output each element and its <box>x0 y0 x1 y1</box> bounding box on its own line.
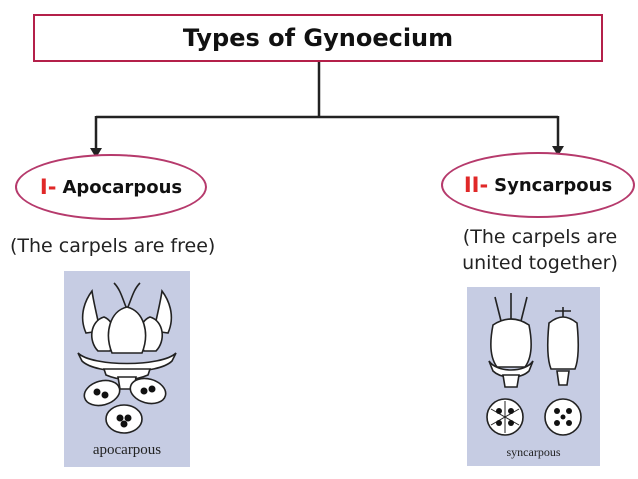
syncarpous-caption: syncarpous <box>506 445 561 459</box>
apocarpous-flower-icon <box>77 282 177 434</box>
apocarpous-label: Apocarpous <box>62 176 183 198</box>
title-box: Types of Gynoecium <box>33 14 603 62</box>
apocarpous-oval: I- Apocarpous <box>15 154 207 220</box>
arrow-down-icon <box>552 146 564 156</box>
apocarpous-caption: apocarpous <box>92 442 162 458</box>
syncarpous-oval: II- Syncarpous <box>441 152 635 218</box>
syncarpous-description: (The carpels are united together) <box>445 224 635 276</box>
syncarpous-description-line: united together) <box>462 252 618 275</box>
diagram-title: Types of Gynoecium <box>182 24 454 52</box>
arrow-down-icon <box>90 148 102 158</box>
syncarpous-flower-icon <box>486 293 582 436</box>
syncarpous-figure: syncarpous <box>467 287 600 466</box>
syncarpous-numeral: II- <box>463 173 489 197</box>
apocarpous-numeral: I- <box>39 175 57 199</box>
apocarpous-description: (The carpels are free) <box>10 235 216 257</box>
syncarpous-description-line: (The carpels are <box>462 226 618 248</box>
syncarpous-label: Syncarpous <box>494 174 613 196</box>
apocarpous-figure: apocarpous <box>64 271 190 467</box>
